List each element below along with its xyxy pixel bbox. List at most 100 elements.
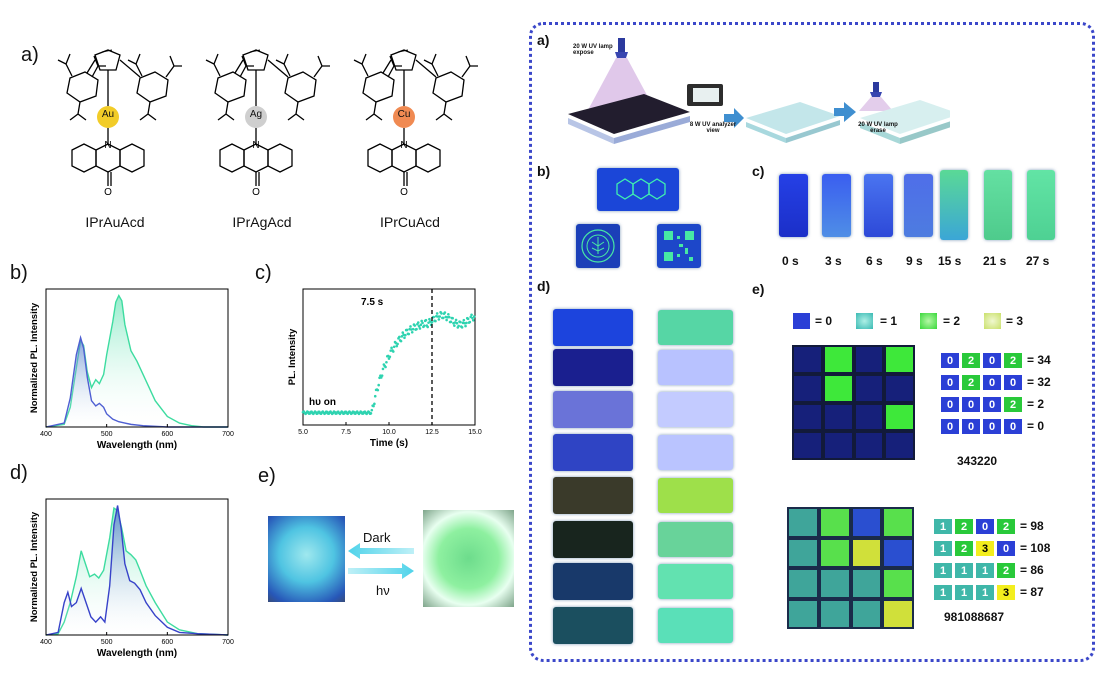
time-label-3: 9 s (906, 254, 923, 268)
annotation-light-on: hυ on (309, 397, 336, 408)
legend-swatch-2 (920, 313, 937, 329)
code-cell: 0 (1003, 418, 1023, 435)
r-panel-label-a: a) (537, 32, 550, 48)
photo-tile (855, 404, 883, 430)
time-label-4: 15 s (938, 254, 962, 268)
photo-tile (794, 404, 821, 430)
time-label-1: 3 s (825, 254, 842, 268)
data-point (471, 316, 474, 320)
metal-ag (245, 106, 267, 128)
data-point (390, 346, 393, 350)
photo-tile (884, 600, 912, 627)
film-afterglow-5 (658, 522, 733, 557)
data-point (392, 345, 396, 349)
photo-tile (820, 509, 849, 536)
code-cell: 1 (975, 562, 995, 579)
film-afterglow-0 (658, 310, 733, 345)
photo-tile (855, 347, 883, 372)
data-point (424, 318, 428, 322)
data-point (404, 333, 407, 337)
code-cell: 1 (933, 584, 953, 601)
data-point (413, 324, 417, 327)
code-cell: 0 (961, 396, 981, 413)
row-sum: = 34 (1027, 353, 1051, 367)
plot-frame (45, 288, 229, 428)
photo-tile (794, 375, 821, 401)
x-tick-label: 10.0 (382, 429, 396, 436)
svg-text:N: N (400, 140, 407, 151)
data-point (396, 342, 399, 346)
r-panel-label-e: e) (752, 281, 765, 297)
photo-tile (824, 433, 852, 458)
x-tick-label: 700 (222, 639, 234, 646)
x-axis-label: Time (s) (370, 438, 408, 449)
code-cell: 1 (975, 584, 995, 601)
photo-tile (794, 347, 821, 372)
film-pattern-7 (553, 607, 633, 644)
photo-tile (852, 600, 881, 627)
data-point (401, 331, 405, 334)
panel-label-c: c) (255, 262, 272, 284)
legend-label-0: = 0 (815, 314, 833, 328)
data-point (380, 374, 384, 377)
data-point (459, 320, 462, 324)
metal-label-cu: Cu (397, 109, 411, 120)
time-label-6: 27 s (1026, 254, 1050, 268)
legend-label-1: = 1 (880, 314, 898, 328)
data-point (447, 315, 451, 319)
photo-tile (824, 404, 852, 430)
row-sum: = 2 (1027, 397, 1045, 411)
row-sum: = 98 (1020, 519, 1044, 533)
data-point (370, 408, 374, 412)
data-point (392, 350, 395, 353)
code-cell: 2 (961, 352, 981, 369)
code-cell: 2 (954, 518, 974, 535)
x-axis-label: Wavelength (nm) (97, 440, 177, 451)
pattern-qrcode-film (657, 224, 701, 268)
code-cell: 1 (933, 518, 953, 535)
x-tick-label: 5.0 (298, 429, 308, 436)
scatter-points (301, 310, 476, 416)
time-label-0: 0 s (782, 254, 799, 268)
row-sum: = 86 (1020, 563, 1044, 577)
row-sum: = 32 (1027, 375, 1051, 389)
data-point (422, 324, 426, 327)
data-point (464, 324, 467, 328)
decay-photo-15s (940, 170, 968, 240)
code-cell: 0 (996, 540, 1016, 557)
panel-label-d: d) (10, 462, 28, 484)
decay-photo-6s (864, 174, 893, 237)
film-pattern-1 (553, 349, 633, 386)
data-point (409, 325, 412, 328)
process-step3: 20 W UV lamp erase (858, 122, 898, 134)
photo-tile (852, 570, 881, 597)
data-point (420, 319, 423, 323)
reversible-arrows (348, 543, 414, 579)
y-axis-label: Normalized PL. Intensity (29, 511, 40, 622)
code-cell: 0 (940, 418, 960, 435)
annotation-time: 7.5 s (361, 297, 384, 308)
data-point (369, 412, 373, 415)
photo-tile (886, 433, 913, 458)
complex-name-au: IPrAuAcd (85, 214, 145, 230)
film-dark-photo (268, 516, 345, 602)
x-tick-label: 600 (161, 431, 173, 438)
film-pattern-5 (553, 521, 633, 558)
data-point (449, 320, 453, 324)
data-point (462, 318, 466, 322)
complex-name-cu: IPrCuAcd (380, 214, 440, 230)
data-point (417, 324, 421, 328)
light-label: hν (376, 583, 390, 598)
photo-tile (852, 509, 881, 536)
data-point (454, 318, 458, 322)
data-point (468, 320, 472, 324)
data-point (400, 335, 404, 338)
data-point (377, 383, 380, 387)
decay-photo-27s (1027, 170, 1055, 240)
code-cell: 1 (933, 540, 953, 557)
y-axis-label: PL. Intensity (287, 328, 298, 385)
code-cell: 0 (940, 374, 960, 391)
photo-tile (886, 404, 913, 430)
code-cell: 3 (975, 540, 995, 557)
